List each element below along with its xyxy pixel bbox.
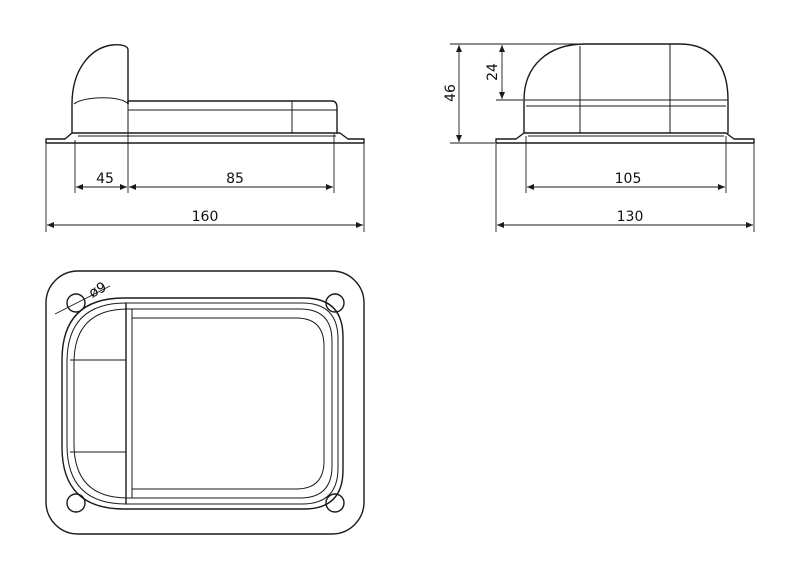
dim-label-overall-length: 160 (192, 209, 219, 225)
dim-label-flange-width: 45 (96, 171, 114, 187)
mounting-hole (66, 493, 86, 513)
end-view: 46 24 105 130 (443, 43, 755, 232)
dim-label-total-height: 46 (443, 84, 459, 102)
side-view: 45 85 160 (45, 44, 365, 232)
mounting-hole (66, 293, 86, 313)
dim-label-body-length: 85 (226, 171, 244, 187)
dim-label-dome-height: 24 (485, 63, 501, 81)
plan-view: ø9 (45, 270, 365, 535)
dim-label-hole-diameter: ø9 (86, 279, 109, 301)
dim-label-overall-width: 130 (617, 209, 644, 225)
mounting-hole (325, 493, 345, 513)
dim-label-body-width: 105 (615, 171, 642, 187)
leader-line (54, 285, 111, 315)
